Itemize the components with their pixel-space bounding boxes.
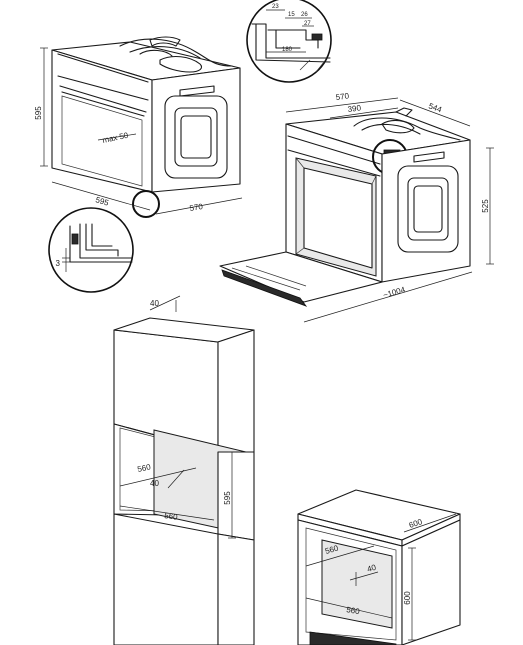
detail-dim-27: 27 bbox=[304, 21, 311, 27]
tall-niche-width-560: 560 bbox=[164, 511, 179, 522]
foot-gap-label: 3 bbox=[56, 259, 61, 268]
oven-open-view: 570 390 544 525 ~1004 bbox=[219, 91, 494, 323]
side-width-label: 595 bbox=[94, 195, 110, 207]
detail-dim-180: 180 bbox=[282, 47, 293, 53]
counter-niche-height-600: 600 bbox=[403, 591, 412, 605]
under-counter-cabinet: 600 560 40 560 600 bbox=[297, 489, 461, 645]
open-body-544: 544 bbox=[427, 101, 443, 114]
counter-rear-gap-40: 40 bbox=[366, 563, 378, 574]
counter-depth-600: 600 bbox=[408, 517, 424, 530]
open-depth-570: 570 bbox=[335, 91, 350, 102]
side-height-label: 595 bbox=[34, 106, 43, 120]
oven-side-view: 595 595 570 max 50 bbox=[34, 36, 243, 218]
tall-rear-gap-40: 40 bbox=[150, 479, 159, 488]
tall-niche-height-595: 595 bbox=[223, 491, 232, 505]
open-height-525: 525 bbox=[481, 199, 490, 213]
counter-niche-width-560: 560 bbox=[346, 605, 361, 616]
tall-top-gap-40: 40 bbox=[150, 299, 159, 308]
detail-top-rear: 23 15 26 27 180 bbox=[246, 0, 332, 83]
detail-front-foot: 3 bbox=[48, 207, 134, 293]
tall-cabinet: 40 560 40 560 595 bbox=[113, 295, 255, 645]
counter-niche-depth-560: 560 bbox=[324, 543, 340, 555]
tall-niche-depth-560: 560 bbox=[137, 462, 152, 474]
side-depth-label: 570 bbox=[189, 202, 204, 213]
open-rear-390: 390 bbox=[347, 103, 362, 114]
detail-dim-26: 26 bbox=[301, 12, 308, 18]
detail-dim-15: 15 bbox=[288, 12, 295, 18]
open-total-1004: ~1004 bbox=[382, 285, 407, 300]
detail-dim-23: 23 bbox=[272, 4, 279, 10]
